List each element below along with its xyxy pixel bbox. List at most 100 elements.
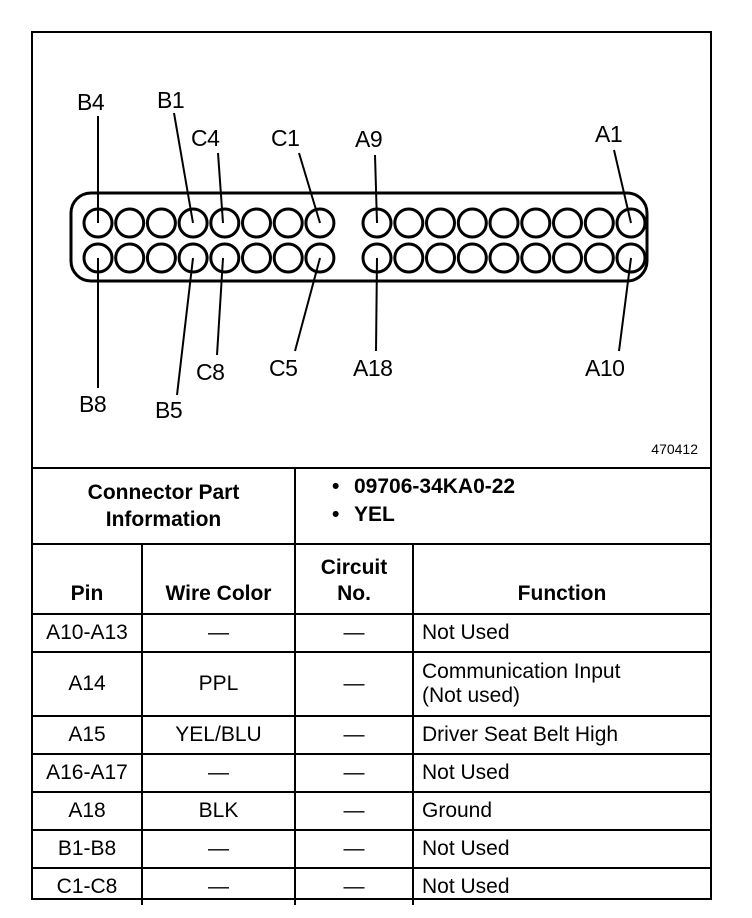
header-circuit-line1: Circuit bbox=[320, 556, 388, 579]
connector-body bbox=[69, 191, 649, 283]
circuit-cell: — bbox=[294, 715, 414, 755]
leader-a10 bbox=[618, 257, 632, 352]
connector-heading-line2: Information bbox=[105, 508, 222, 531]
wire-color-cell: — bbox=[141, 753, 296, 793]
connector-heading: Connector Part Information bbox=[33, 467, 296, 545]
label-a10: A10 bbox=[585, 355, 625, 381]
function-cell: Driver Seat Belt High bbox=[411, 715, 711, 755]
function-cell: Not Used bbox=[411, 753, 711, 793]
table-row: A10-A13 — — Not Used bbox=[33, 613, 711, 653]
pin-cavity bbox=[583, 242, 615, 274]
label-a1: A1 bbox=[595, 121, 623, 147]
leader-b1 bbox=[173, 112, 194, 224]
function-cell: Not Used bbox=[411, 867, 711, 905]
header-function: Function bbox=[411, 543, 711, 615]
pin-cavity bbox=[583, 207, 615, 239]
function-cell: Not Used bbox=[411, 613, 711, 653]
document-frame: B4 B1 C4 C1 A9 A1 B8 B5 C8 C5 A18 A10 47… bbox=[31, 31, 712, 905]
pin-cavity bbox=[241, 242, 272, 274]
header-circuit-line2: No. bbox=[337, 582, 371, 605]
function-cell: Communication Input (Not used) bbox=[411, 651, 711, 717]
leader-b5 bbox=[176, 257, 194, 396]
wire-color-cell: BLK bbox=[141, 791, 296, 831]
pin-cavity bbox=[425, 242, 456, 274]
header-circuit-no: Circuit No. bbox=[294, 543, 414, 615]
connector-color: YEL bbox=[354, 503, 395, 526]
part-number: 09706-34KA0-22 bbox=[354, 475, 516, 498]
column-header-row: Pin Wire Color Circuit No. Function bbox=[33, 543, 711, 615]
label-a18: A18 bbox=[353, 355, 393, 381]
pin-cavity bbox=[393, 242, 425, 274]
header-pin: Pin bbox=[33, 543, 143, 615]
bullet: • bbox=[332, 503, 340, 526]
label-c1: C1 bbox=[271, 125, 300, 151]
pin-cavity bbox=[488, 242, 520, 274]
connector-heading-line1: Connector Part bbox=[87, 481, 240, 504]
pin-cell: A16-A17 bbox=[33, 753, 143, 793]
connector-drawing bbox=[69, 112, 649, 396]
pin-cavity bbox=[456, 207, 488, 239]
table-row: C1-C8 — — Not Used bbox=[33, 867, 711, 905]
pin-cell: B1-B8 bbox=[33, 829, 143, 869]
header-wire-color: Wire Color bbox=[141, 543, 296, 615]
pin-cavity bbox=[615, 242, 647, 274]
pin-cavity bbox=[456, 242, 488, 274]
function-cell: Ground bbox=[411, 791, 711, 831]
leader-a18 bbox=[375, 257, 378, 352]
pin-cell: A18 bbox=[33, 791, 143, 831]
pin-cavity bbox=[209, 207, 241, 239]
pin-cavity bbox=[520, 207, 552, 239]
connector-info-row: Connector Part Information • 09706-34KA0-… bbox=[33, 467, 711, 545]
table-row: A14 PPL — Communication Input (Not used) bbox=[33, 651, 711, 717]
circuit-cell: — bbox=[294, 753, 414, 793]
pin-cavity bbox=[520, 242, 552, 274]
pin-cavity bbox=[177, 207, 209, 239]
pin-cavity bbox=[393, 207, 425, 239]
connector-pins bbox=[82, 207, 647, 274]
circuit-cell: — bbox=[294, 829, 414, 869]
connector-details: • 09706-34KA0-22 • YEL bbox=[293, 467, 711, 545]
wire-color-cell: — bbox=[141, 613, 296, 653]
label-b4: B4 bbox=[77, 89, 105, 115]
pin-cavity bbox=[114, 242, 146, 274]
leader-c1 bbox=[298, 152, 321, 224]
wire-color-cell: — bbox=[141, 867, 296, 905]
bullet: • bbox=[332, 475, 340, 498]
pin-cavity bbox=[177, 242, 209, 274]
pin-cavity bbox=[272, 242, 304, 274]
pin-cavity bbox=[209, 242, 241, 274]
label-b1: B1 bbox=[157, 87, 185, 113]
wire-color-cell: — bbox=[141, 829, 296, 869]
pin-cavity bbox=[425, 207, 456, 239]
pin-cell: A14 bbox=[33, 651, 143, 717]
circuit-cell: — bbox=[294, 651, 414, 717]
leader-a9 bbox=[374, 154, 378, 224]
pin-cavity bbox=[615, 207, 647, 239]
function-line2: (Not used) bbox=[422, 684, 521, 707]
label-b8: B8 bbox=[79, 391, 107, 417]
wire-color-cell: YEL/BLU bbox=[141, 715, 296, 755]
table-row: B1-B8 — — Not Used bbox=[33, 829, 711, 869]
pin-cavity bbox=[145, 242, 177, 274]
pin-cell: A10-A13 bbox=[33, 613, 143, 653]
leader-c4 bbox=[217, 152, 224, 224]
figure-number: 470412 bbox=[651, 441, 698, 457]
leader-lines bbox=[97, 112, 632, 396]
table-row: A18 BLK — Ground bbox=[33, 791, 711, 831]
pin-cavity bbox=[304, 242, 336, 274]
table-row: A16-A17 — — Not Used bbox=[33, 753, 711, 793]
label-c8: C8 bbox=[196, 359, 225, 385]
circuit-cell: — bbox=[294, 867, 414, 905]
pin-cavity bbox=[552, 207, 583, 239]
connector-color-line: • YEL bbox=[332, 501, 702, 529]
leader-a1 bbox=[613, 149, 632, 224]
circuit-cell: — bbox=[294, 613, 414, 653]
pin-cavity bbox=[114, 207, 146, 239]
pin-cavity bbox=[241, 207, 272, 239]
pin-cavity bbox=[145, 207, 177, 239]
connector-diagram: B4 B1 C4 C1 A9 A1 B8 B5 C8 C5 A18 A10 47… bbox=[33, 33, 710, 467]
pin-cell: A15 bbox=[33, 715, 143, 755]
wire-color-cell: PPL bbox=[141, 651, 296, 717]
table-row: A15 YEL/BLU — Driver Seat Belt High bbox=[33, 715, 711, 755]
pin-table: Connector Part Information • 09706-34KA0-… bbox=[33, 467, 711, 905]
